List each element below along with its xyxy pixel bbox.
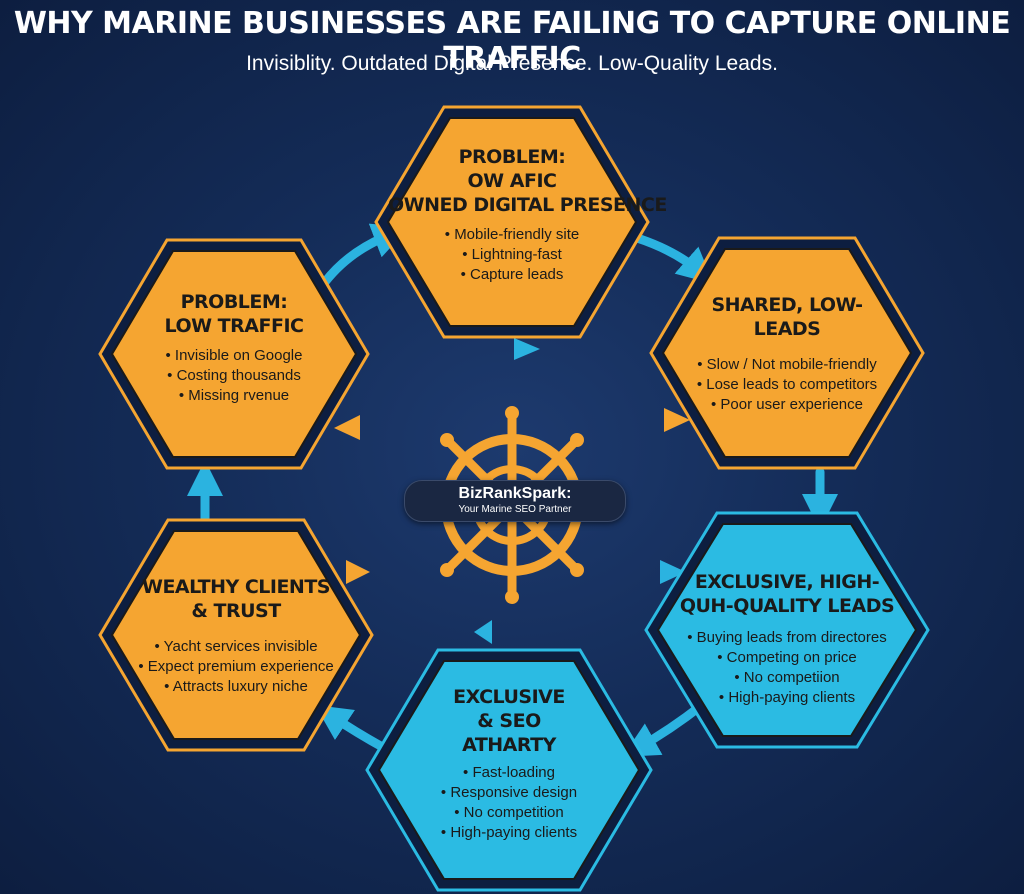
list-item: Yacht services invisible: [112, 637, 360, 657]
bullet-list: Buying leads from directores Competing o…: [658, 628, 916, 708]
list-item: Lose leads to competitors: [663, 375, 911, 395]
brand-tagline: Your Marine SEO Partner: [458, 504, 572, 515]
heading-line: PROBLEM:: [458, 146, 566, 168]
list-item: No competiion: [658, 668, 916, 688]
bullet-list: Slow / Not mobile-friendly Lose leads to…: [663, 355, 911, 415]
list-item: Lightning-fast: [388, 245, 636, 265]
list-item: Buying leads from directores: [658, 628, 916, 648]
list-item: High-paying clients: [379, 823, 639, 843]
flow-triangle: [346, 560, 370, 584]
bullet-list: Invisible on Google Costing thousands Mi…: [112, 346, 356, 406]
hexagon-shared-leads-text: SHARED, LOW- LEADS Slow / Not mobile-fri…: [663, 293, 911, 415]
list-item: Mobile-friendly site: [388, 225, 636, 245]
heading-line: WEALTHY CLIENTS: [142, 576, 330, 598]
flow-triangle: [334, 415, 360, 440]
list-item: Invisible on Google: [112, 346, 356, 366]
list-item: Competing on price: [658, 648, 916, 668]
list-item: Missing rvenue: [112, 386, 356, 406]
hexagon-heading: SHARED, LOW- LEADS: [663, 293, 911, 341]
flow-arrow: [622, 700, 707, 757]
heading-line: & SEO: [477, 710, 541, 732]
page-title: WHY MARINE BUSINESSES ARE FAILING TO CAP…: [13, 6, 1011, 76]
heading-line: OWNED DIGITAL PRESENCE: [388, 194, 667, 216]
list-item: High-paying clients: [658, 688, 916, 708]
flow-triangle: [660, 560, 686, 584]
heading-line: ATHARTY: [462, 734, 556, 756]
list-item: Expect premium experience: [112, 657, 360, 677]
flow-arrow: [629, 232, 714, 284]
list-item: Capture leads: [388, 265, 636, 285]
heading-line: EXCLUSIVE, HIGH-: [694, 571, 880, 593]
list-item: Poor user experience: [663, 395, 911, 415]
heading-line: OW AFIC: [467, 170, 557, 192]
page-subtitle: Invisiblity. Outdated Digital Presence. …: [246, 52, 778, 75]
list-item: Attracts luxury niche: [112, 677, 360, 697]
hexagon-heading: PROBLEM: LOW TRAFFIC: [112, 290, 356, 338]
brand-badge: BizRankSpark: Your Marine SEO Partner: [404, 480, 626, 522]
heading-line: & TRUST: [191, 600, 281, 622]
flow-triangle: [514, 338, 540, 360]
flow-triangle: [474, 620, 492, 644]
hexagon-low-traffic-text: PROBLEM: LOW TRAFFIC Invisible on Google…: [112, 290, 356, 406]
flow-arrow: [320, 223, 409, 287]
bullet-list: Fast-loading Responsive design No compet…: [379, 763, 639, 843]
hexagon-heading: EXCLUSIVE, HIGH- QUH-QUALITY LEADS: [658, 570, 916, 618]
list-item: Fast-loading: [379, 763, 639, 783]
bullet-list: Yacht services invisible Expect premium …: [112, 637, 360, 697]
heading-line: EXCLUSIVE: [453, 686, 565, 708]
list-item: No competition: [379, 803, 639, 823]
list-item: Slow / Not mobile-friendly: [663, 355, 911, 375]
hexagon-owned-presence-text: PROBLEM: OW AFIC OWNED DIGITAL PRESENCE …: [388, 145, 667, 285]
list-item: Responsive design: [379, 783, 639, 803]
heading-line: SHARED, LOW-: [711, 294, 863, 316]
list-item: Costing thousands: [112, 366, 356, 386]
hexagon-seo-authority-text: EXCLUSIVE & SEO ATHARTY Fast-loading Res…: [379, 685, 639, 843]
heading-line: PROBLEM:: [180, 291, 288, 313]
brand-name: BizRankSpark:: [458, 485, 572, 502]
heading-line: LEADS: [753, 318, 821, 340]
hexagon-exclusive-leads-text: EXCLUSIVE, HIGH- QUH-QUALITY LEADS Buyin…: [658, 570, 916, 708]
hexagon-wealthy-clients-text: WEALTHY CLIENTS & TRUST Yacht services i…: [112, 575, 360, 697]
hexagon-heading: PROBLEM: OW AFIC OWNED DIGITAL PRESENCE: [388, 145, 667, 217]
hexagon-heading: WEALTHY CLIENTS & TRUST: [112, 575, 360, 623]
bullet-list: Mobile-friendly site Lightning-fast Capt…: [388, 225, 636, 285]
hexagon-heading: EXCLUSIVE & SEO ATHARTY: [379, 685, 639, 757]
heading-line: QUH-QUALITY LEADS: [679, 595, 895, 617]
heading-line: LOW TRAFFIC: [164, 315, 304, 337]
